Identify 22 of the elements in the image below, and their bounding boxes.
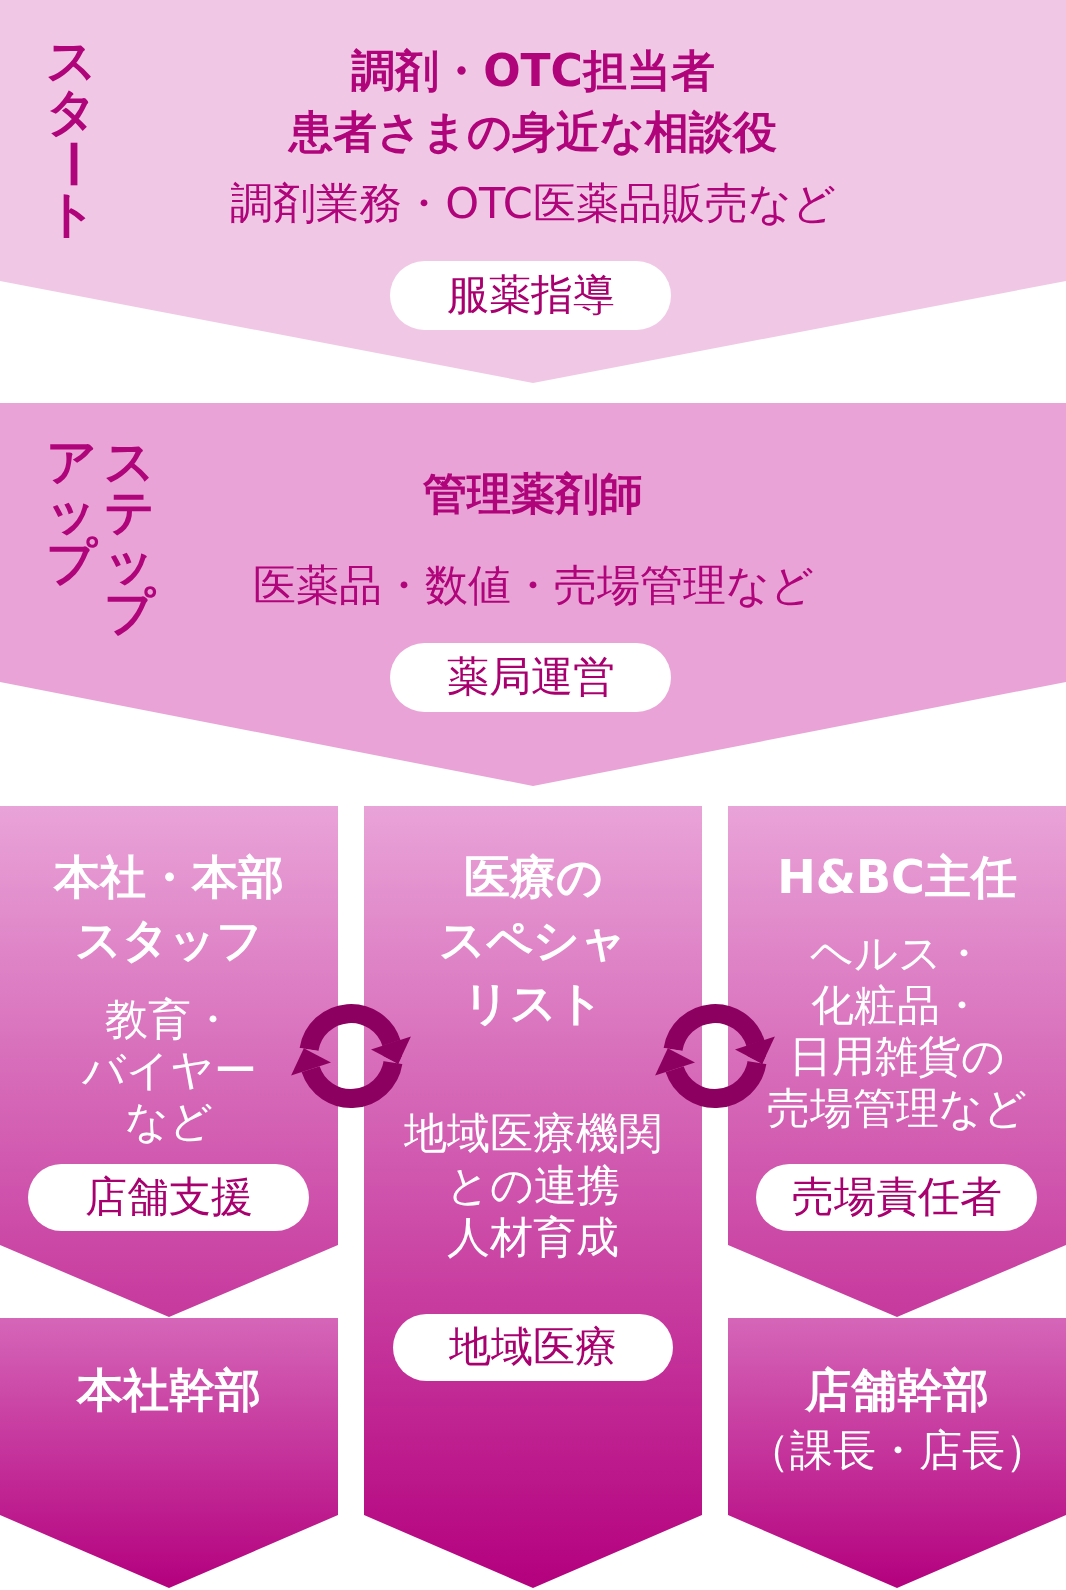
pill-label: 服薬指導	[390, 261, 671, 330]
role-title: 患者さまの身近な相談役	[287, 105, 778, 159]
role-title: 医療のスペシャリスト	[438, 849, 628, 1032]
role-description: 教育・バイヤーなど	[80, 994, 258, 1147]
pill-label: 薬局運営	[390, 643, 671, 712]
pill-label: 店舗支援	[28, 1164, 309, 1231]
vertical-heading: スタート	[45, 36, 97, 240]
role-title: 店舗幹部	[804, 1362, 990, 1419]
role-description: ヘルス・化粧品・日用雑貨の売場管理など	[766, 928, 1028, 1134]
role-title: H&BC主任	[776, 849, 1018, 906]
role-title: 本社・本部スタッフ	[52, 849, 285, 969]
pill-label: 売場責任者	[756, 1164, 1037, 1231]
role-description: 調剤業務・OTC医薬品販売など	[229, 177, 837, 230]
role-description: 医薬品・数値・売場管理など	[251, 559, 815, 612]
role-title: 本社幹部	[75, 1362, 262, 1419]
vertical-heading: ステップアップ	[45, 437, 155, 637]
role-title: 調剤・OTC担当者	[350, 44, 716, 98]
role-description: 地域医療機関との連携	[403, 1107, 663, 1211]
role-title: 管理薬剤師	[422, 467, 644, 521]
role-description: （課長・店長）	[745, 1424, 1049, 1476]
pill-label: 地域医療	[393, 1314, 673, 1381]
role-description: 人材育成	[446, 1211, 620, 1263]
